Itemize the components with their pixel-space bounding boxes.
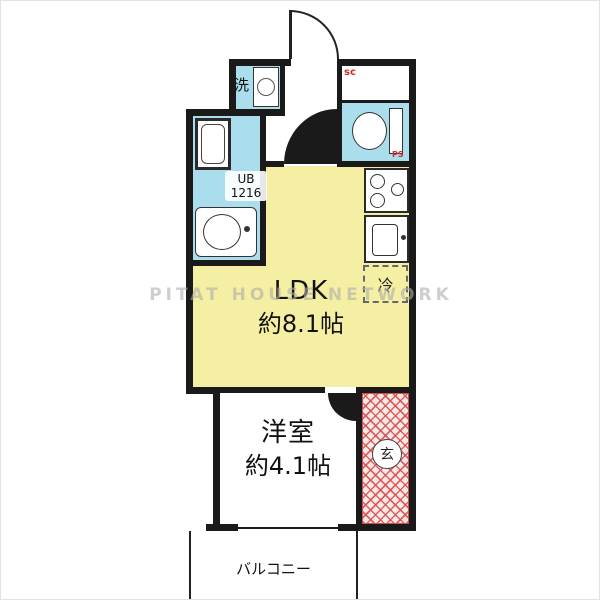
- bathtub-icon: [195, 118, 231, 170]
- pipe-space-label: PS: [392, 150, 404, 159]
- partition-line: [342, 100, 409, 103]
- burner-icon: [370, 174, 385, 189]
- entry-door-arc-icon: [290, 10, 339, 59]
- balcony-window-line: [238, 527, 338, 529]
- entrance-marker: 玄: [372, 439, 402, 469]
- unit-bath-label: UB 1216: [225, 171, 267, 201]
- washbasin-faucet: [244, 226, 250, 232]
- unit-bath-line2: 1216: [230, 186, 262, 200]
- bedroom-size-label: 約4.1帖: [244, 452, 332, 480]
- balcony-area: [189, 531, 358, 599]
- refrigerator-space: 冷: [363, 265, 408, 303]
- wall: [339, 59, 416, 66]
- washbasin-icon: [195, 207, 257, 257]
- balcony-label: バルコニー: [236, 560, 311, 578]
- ldk-floor-left: [193, 266, 273, 387]
- toilet-bowl-icon: [352, 112, 387, 150]
- wall: [337, 59, 342, 166]
- wall: [186, 260, 266, 266]
- unit-bath-line1: UB: [237, 172, 255, 186]
- wall: [409, 59, 416, 531]
- wall: [280, 59, 285, 116]
- sink-faucet: [401, 235, 406, 240]
- entry-door-leaf-icon: [289, 10, 292, 59]
- wall: [260, 161, 284, 167]
- burner-icon: [370, 193, 385, 208]
- entrance-label: 玄: [380, 447, 394, 463]
- wall: [229, 59, 236, 116]
- washing-machine-icon: [253, 67, 279, 107]
- wall: [186, 387, 220, 394]
- stove-icon: [364, 168, 409, 213]
- washing-machine-drum: [257, 78, 275, 96]
- wall: [186, 109, 193, 394]
- kitchen-sink-icon: [364, 215, 409, 263]
- bathtub-inner: [201, 124, 225, 164]
- ldk-name-label: LDK: [273, 276, 329, 306]
- shoe-closet-label: sc: [344, 67, 356, 78]
- washbasin-bowl: [203, 214, 241, 250]
- wall: [229, 59, 291, 66]
- watermark: PITAT HOUSE NETWORK: [149, 285, 453, 305]
- wall: [213, 387, 325, 393]
- toilet-tank-icon: [389, 108, 403, 154]
- wall: [356, 387, 362, 531]
- refrigerator-label: 冷: [377, 276, 394, 295]
- ldk-size-label: 約8.1帖: [257, 310, 345, 338]
- wall: [213, 387, 220, 531]
- sink-bowl: [372, 224, 398, 256]
- burner-icon: [391, 183, 404, 196]
- wall: [337, 161, 416, 167]
- washer-label: 洗: [234, 76, 250, 94]
- bedroom-door-swing-icon: [328, 393, 356, 421]
- hall-door-swing-icon: [284, 109, 337, 164]
- wall: [356, 387, 416, 393]
- bedroom-name-label: 洋室: [260, 418, 315, 448]
